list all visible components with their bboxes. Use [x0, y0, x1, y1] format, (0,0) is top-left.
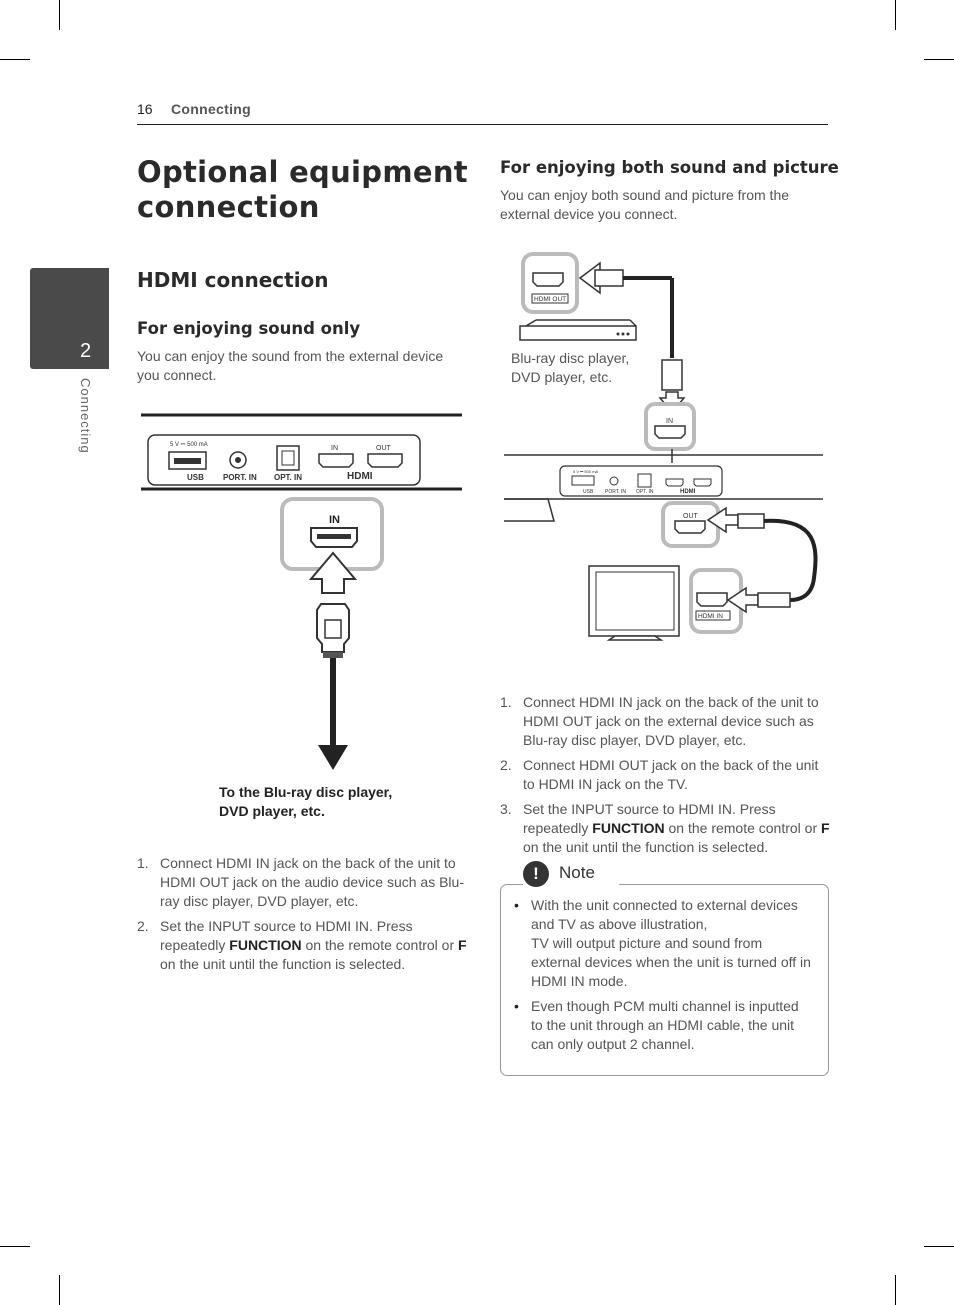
subheading-sound-picture: For enjoying both sound and picture: [500, 158, 839, 177]
sound-only-steps: 1.Connect HDMI IN jack on the back of th…: [137, 854, 467, 980]
chapter-tab: [30, 268, 109, 369]
note-box: [500, 884, 829, 1076]
port-in-label: PORT. IN: [223, 473, 257, 482]
unit-out-label: OUT: [683, 513, 699, 520]
small-hdmi-label: HDMI: [680, 489, 696, 495]
usb-label: USB: [187, 473, 204, 482]
opt-in-label: OPT. IN: [274, 473, 302, 482]
player-jack-label: HDMI OUT: [534, 296, 566, 303]
step-item: 2.Set the INPUT source to HDMI IN. Press…: [137, 918, 467, 972]
chapter-label: Connecting: [78, 378, 93, 454]
small-opt-in-label: OPT. IN: [636, 489, 654, 495]
note-bullet-item: Even though PCM multi channel is inputte…: [513, 997, 813, 1054]
unit-out-plug: [737, 513, 765, 529]
tv-stand: [606, 635, 664, 641]
player-hdmi-out-port: [532, 272, 564, 287]
exclamation-icon: !: [523, 861, 549, 887]
header-rule: [137, 124, 828, 125]
hdmi-out-small-label: OUT: [376, 445, 392, 452]
tv-jack-label: HDMI IN: [698, 613, 723, 620]
hdmi-in-small-label: IN: [331, 445, 338, 452]
page-title: Optional equipment connection: [137, 155, 468, 224]
running-header: Connecting: [171, 101, 251, 117]
note-bullet-item: With the unit connected to external devi…: [513, 896, 813, 991]
hdmi-in-port: [318, 453, 354, 468]
tv-plug: [757, 592, 791, 608]
bluray-player: [519, 325, 637, 341]
insert-arrow: [308, 551, 358, 594]
hdmi-group-label: HDMI: [347, 471, 373, 482]
unit-in-plug: [661, 359, 683, 391]
small-usb-label: USB: [583, 489, 594, 495]
small-usb-rating: 5 V ⎓ 500 mA: [573, 469, 599, 474]
zoom-in-label: IN: [329, 514, 340, 526]
player-caption: Blu-ray disc player, DVD player, etc.: [511, 350, 630, 385]
small-port-in-label: PORT. IN: [605, 489, 626, 495]
cable-tv: [763, 518, 818, 602]
hdmi-out-port: [367, 453, 403, 468]
note-bullets: With the unit connected to external devi…: [513, 896, 813, 1060]
cable-arrowhead: [318, 745, 348, 770]
sound-picture-steps: 1.Connect HDMI IN jack on the back of th…: [500, 693, 830, 863]
intro-sound-picture: You can enjoy both sound and picture fro…: [500, 187, 790, 222]
step-item: 2.Connect HDMI OUT jack on the back of t…: [500, 757, 819, 792]
crop-mark: [0, 1246, 30, 1247]
diagram-caption-left: To the Blu-ray disc player, DVD player, …: [219, 784, 393, 819]
crop-mark: [895, 1275, 896, 1305]
step-item: 3.Set the INPUT source to HDMI IN. Press…: [500, 801, 830, 855]
usb-rating-label: 5 V ⎓ 500 mA: [170, 442, 208, 448]
tv-hdmi-port: [696, 592, 728, 607]
chapter-number: 2: [80, 340, 92, 362]
page-number: 16: [137, 101, 153, 117]
subheading-sound-only: For enjoying sound only: [137, 319, 361, 338]
sound-picture-diagram: HDMI OUT IN 5 V ⎓ 500 mA USB PORT. IN OP…: [504, 252, 823, 641]
crop-mark: [59, 0, 60, 30]
step-item: 1.Connect HDMI IN jack on the back of th…: [137, 855, 464, 909]
sound-only-diagram: 5 V ⎓ 500 mA USB PORT. IN OPT. IN IN OUT…: [141, 413, 462, 770]
step-item: 1.Connect HDMI IN jack on the back of th…: [500, 694, 819, 748]
crop-mark: [59, 1275, 60, 1305]
note-title: Note: [559, 863, 595, 882]
section-heading-hdmi: HDMI connection: [137, 268, 329, 292]
player-cable-plug: [594, 269, 624, 287]
crop-mark: [924, 59, 954, 60]
crop-mark: [895, 0, 896, 30]
unit-in-label: IN: [666, 418, 673, 425]
intro-sound-only: You can enjoy the sound from the externa…: [137, 348, 444, 383]
crop-mark: [0, 59, 30, 60]
crop-mark: [924, 1246, 954, 1247]
